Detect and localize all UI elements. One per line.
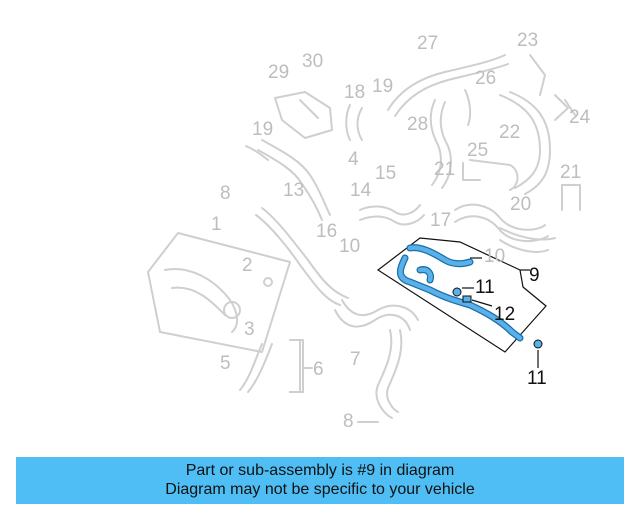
callout-13: 13 (283, 180, 305, 201)
callout-4: 4 (348, 149, 359, 170)
callout-11-lower[interactable]: 11 (527, 368, 547, 389)
parts-diagram (147, 54, 581, 423)
callout-24: 24 (569, 107, 591, 128)
part-9-assembly[interactable] (376, 237, 547, 368)
callout-19-left: 19 (252, 119, 274, 140)
callout-21-left: 21 (434, 159, 456, 180)
callout-27: 27 (417, 33, 439, 54)
callout-20: 20 (510, 194, 532, 215)
callout-10-right: 10 (484, 246, 506, 267)
callout-14: 14 (350, 180, 372, 201)
callout-29: 29 (268, 62, 290, 83)
callout-8-upper: 8 (220, 183, 231, 204)
callout-1: 1 (211, 214, 222, 235)
callout-12[interactable]: 12 (494, 304, 516, 325)
callout-25: 25 (467, 140, 489, 161)
banner-line-1: Part or sub-assembly is #9 in diagram (185, 462, 455, 479)
callout-18: 18 (344, 82, 366, 103)
callout-9[interactable]: 9 (529, 265, 540, 286)
callout-3: 3 (244, 319, 255, 340)
callout-17: 17 (430, 210, 452, 231)
callout-7: 7 (350, 349, 361, 370)
callout-15: 15 (375, 163, 397, 184)
callout-11-upper[interactable]: 11 (475, 277, 495, 298)
callout-16: 16 (316, 221, 338, 242)
clip-11-lower (533, 339, 543, 349)
callout-19-top: 19 (372, 76, 394, 97)
radiator-outline (147, 232, 291, 353)
info-banner: Part or sub-assembly is #9 in diagram Di… (16, 457, 624, 504)
callout-23: 23 (517, 30, 539, 51)
callout-28: 28 (407, 114, 429, 135)
clip-11-upper (452, 287, 462, 297)
callout-26: 26 (475, 68, 497, 89)
callout-6: 6 (313, 359, 324, 380)
fitting-12 (462, 295, 472, 303)
callout-21-right: 21 (560, 162, 582, 183)
callout-5: 5 (220, 353, 231, 374)
callout-8-lower: 8 (343, 411, 354, 432)
banner-line-2: Diagram may not be specific to your vehi… (165, 481, 475, 498)
callout-2: 2 (242, 255, 253, 276)
callout-10-left: 10 (339, 236, 361, 257)
callout-22: 22 (499, 122, 521, 143)
callout-30: 30 (302, 51, 324, 72)
